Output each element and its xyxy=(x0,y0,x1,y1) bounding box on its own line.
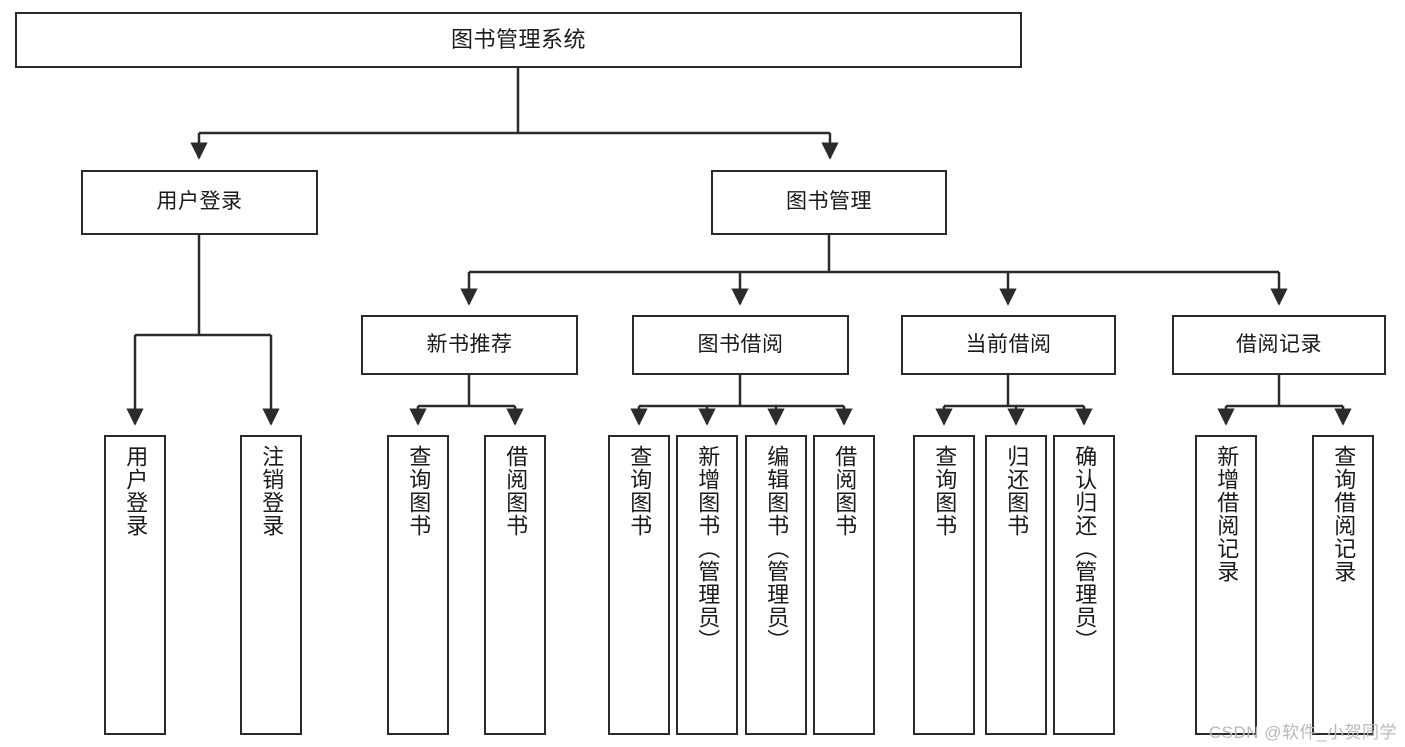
leaf-add-book-admin[interactable]: 新增图书（管理员） xyxy=(676,435,738,735)
leaf-add-borrow-record[interactable]: 新增借阅记录 xyxy=(1195,435,1257,735)
node-root-label: 图书管理系统 xyxy=(450,27,586,53)
leaf-add-borrow-record-label: 新增借阅记录 xyxy=(1214,445,1240,583)
leaf-borrow-book[interactable]: 借阅图书 xyxy=(813,435,875,735)
leaf-query-book-recommend-label: 查询图书 xyxy=(406,445,432,537)
leaf-borrow-book-recommend[interactable]: 借阅图书 xyxy=(484,435,546,735)
leaf-query-book-current[interactable]: 查询图书 xyxy=(913,435,975,735)
leaf-user-login[interactable]: 用户登录 xyxy=(104,435,166,735)
leaf-query-book-recommend[interactable]: 查询图书 xyxy=(387,435,449,735)
node-borrow-record-label: 借阅记录 xyxy=(1236,332,1322,356)
leaf-borrow-book-label: 借阅图书 xyxy=(832,445,858,537)
leaf-query-borrow-record-label: 查询借阅记录 xyxy=(1331,445,1357,583)
leaf-edit-book-admin[interactable]: 编辑图书（管理员） xyxy=(745,435,807,735)
node-book-borrow[interactable]: 图书借阅 xyxy=(632,315,849,375)
node-root[interactable]: 图书管理系统 xyxy=(15,12,1022,68)
leaf-query-book-borrow-label: 查询图书 xyxy=(627,445,653,537)
leaf-confirm-return-admin[interactable]: 确认归还（管理员） xyxy=(1053,435,1115,735)
node-book-borrow-label: 图书借阅 xyxy=(697,332,784,356)
leaf-edit-book-admin-label: 编辑图书（管理员） xyxy=(764,445,790,652)
leaf-confirm-return-admin-label: 确认归还（管理员） xyxy=(1072,445,1098,652)
leaf-return-book[interactable]: 归还图书 xyxy=(985,435,1047,735)
node-borrow-record[interactable]: 借阅记录 xyxy=(1172,315,1386,375)
leaf-user-login-label: 用户登录 xyxy=(123,445,149,537)
node-new-book-recommend-label: 新书推荐 xyxy=(426,332,513,356)
leaf-query-book-borrow[interactable]: 查询图书 xyxy=(608,435,670,735)
node-current-borrow-label: 当前借阅 xyxy=(965,332,1052,356)
leaf-logout[interactable]: 注销登录 xyxy=(240,435,302,735)
watermark: CSDN @软件_小贺同学 xyxy=(1208,723,1397,742)
leaf-add-book-admin-label: 新增图书（管理员） xyxy=(695,445,721,652)
leaf-logout-label: 注销登录 xyxy=(259,445,285,537)
node-user-login[interactable]: 用户登录 xyxy=(81,170,318,235)
leaf-query-book-current-label: 查询图书 xyxy=(932,445,958,537)
node-new-book-recommend[interactable]: 新书推荐 xyxy=(361,315,578,375)
leaf-return-book-label: 归还图书 xyxy=(1004,445,1030,537)
node-book-management-label: 图书管理 xyxy=(786,190,872,214)
node-current-borrow[interactable]: 当前借阅 xyxy=(901,315,1116,375)
leaf-query-borrow-record[interactable]: 查询借阅记录 xyxy=(1312,435,1374,735)
node-book-management[interactable]: 图书管理 xyxy=(711,170,947,235)
leaf-borrow-book-recommend-label: 借阅图书 xyxy=(503,445,529,537)
node-user-login-label: 用户登录 xyxy=(156,190,243,214)
